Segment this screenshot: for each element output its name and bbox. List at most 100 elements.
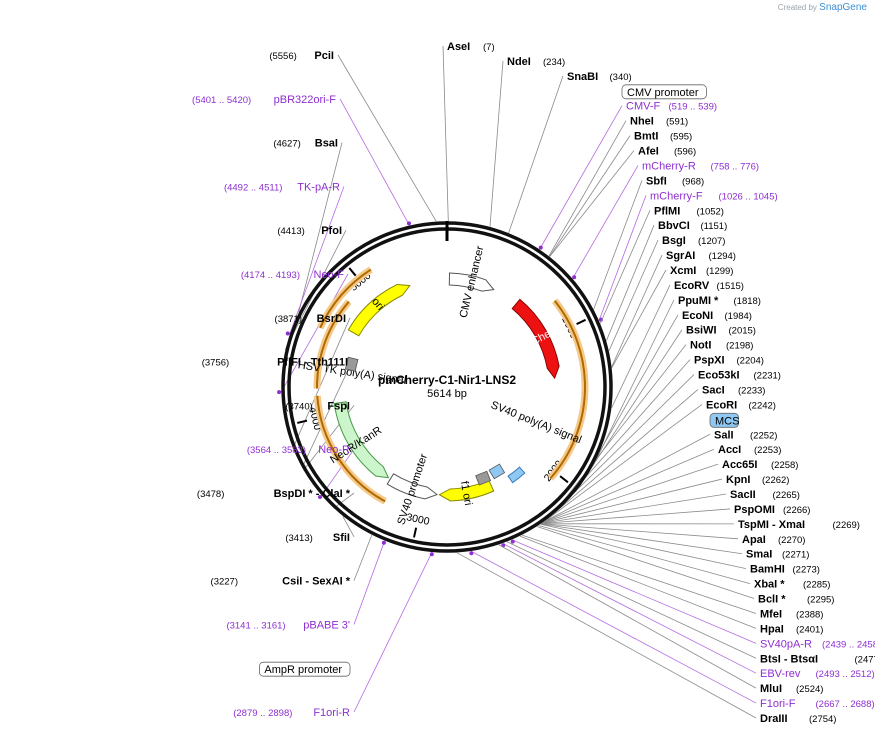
- enzyme-site-bspdi-clai[interactable]: BspDI * - ClaI *(3478): [197, 488, 351, 500]
- enzyme-site-eco53ki[interactable]: Eco53kI(2231): [698, 370, 781, 382]
- enzyme-site-bsgi-leader: [608, 239, 659, 351]
- enzyme-site-draiii[interactable]: DraIII(2754): [760, 713, 836, 725]
- enzyme-site-mfei[interactable]: MfeI(2388): [760, 608, 823, 620]
- enzyme-site-pcii[interactable]: PciI(5556): [269, 50, 334, 62]
- enzyme-site-mlui[interactable]: MluI(2524): [760, 683, 823, 695]
- enzyme-site-mfei-position: (2388): [796, 609, 823, 620]
- enzyme-site-sali-leader: [543, 433, 711, 523]
- enzyme-site-smai[interactable]: SmaI(2271): [746, 549, 809, 561]
- feature-mcs-arrow[interactable]: [507, 466, 526, 484]
- primer-mcherry-r-name: mCherry-R: [642, 160, 696, 172]
- primer-f1ori-r-position: (2879 .. 2898): [233, 708, 292, 719]
- primer-neo-r-position: (3564 .. 3583): [247, 445, 306, 456]
- primer-sv40pa-r[interactable]: SV40pA-R(2439 .. 2458): [760, 638, 875, 650]
- orf-arc-tk: [316, 301, 350, 389]
- enzyme-site-pfoi[interactable]: PfoI(4413): [277, 225, 342, 237]
- enzyme-site-bamhi[interactable]: BamHI(2273): [750, 564, 820, 576]
- enzyme-site-bbvci[interactable]: BbvCI(1151): [658, 220, 727, 232]
- enzyme-site-bmti[interactable]: BmtI(595): [634, 131, 692, 143]
- enzyme-site-sgrai[interactable]: SgrAI(1294): [666, 250, 736, 262]
- primer-f1ori-r[interactable]: F1ori-R(2879 .. 2898): [233, 707, 350, 719]
- enzyme-site-sfii-name: SfiI: [333, 532, 350, 544]
- primer-mcherry-f[interactable]: mCherry-F(1026 .. 1045): [650, 190, 778, 202]
- enzyme-site-noti[interactable]: NotI(2198): [690, 340, 753, 352]
- primer-pbr322ori-f[interactable]: pBR322ori-F(5401 .. 5420): [192, 94, 336, 106]
- enzyme-site-asei[interactable]: AseI(7): [447, 41, 495, 53]
- feature-ori-arrow[interactable]: [347, 283, 411, 337]
- enzyme-site-xcmi[interactable]: XcmI(1299): [670, 265, 733, 277]
- enzyme-site-snabi-leader: [508, 75, 564, 234]
- enzyme-site-pspomi[interactable]: PspOMI(2266): [734, 504, 810, 516]
- enzyme-site-ppumi[interactable]: PpuMI *(1818): [678, 295, 761, 307]
- enzyme-site-fspi[interactable]: FspI(3740): [285, 400, 350, 412]
- feature-mcherry-arrow[interactable]: [511, 298, 560, 380]
- enzyme-site-ndei[interactable]: NdeI(234): [507, 56, 565, 68]
- enzyme-site-hpai[interactable]: HpaI(2401): [760, 623, 823, 635]
- primer-ebv-rev-position: (2493 .. 2512): [816, 669, 875, 680]
- feature-tag-cmv-promoter[interactable]: CMV promoter: [621, 84, 707, 100]
- primer-f1ori-f[interactable]: F1ori-F(2667 .. 2688): [760, 698, 875, 710]
- enzyme-site-bsgi[interactable]: BsgI(1207): [662, 235, 725, 247]
- enzyme-site-kpni[interactable]: KpnI(2262): [726, 474, 789, 486]
- enzyme-site-xbai-name: XbaI *: [754, 579, 785, 591]
- enzyme-site-bcli[interactable]: BclI *(2295): [758, 594, 834, 606]
- enzyme-site-snabi[interactable]: SnaBI(340): [567, 71, 632, 83]
- feature-cmv-enhancer-arrow[interactable]: [448, 272, 495, 292]
- primer-cmv-f-name: CMV-F: [626, 101, 661, 113]
- enzyme-site-afei[interactable]: AfeI(596): [638, 146, 696, 158]
- enzyme-site-pspomi-name: PspOMI: [734, 504, 775, 516]
- enzyme-site-ndei-name: NdeI: [507, 56, 531, 68]
- enzyme-site-bmti-position: (595): [670, 132, 692, 143]
- primer-neo-r[interactable]: Neo-R(3564 .. 3583): [247, 444, 350, 456]
- enzyme-site-econi[interactable]: EcoNI(1984): [682, 310, 752, 322]
- enzyme-site-acci[interactable]: AccI(2253): [718, 444, 781, 456]
- enzyme-site-bcli-leader: [536, 526, 755, 599]
- enzyme-site-acc65i-position: (2258): [771, 460, 798, 471]
- primer-neo-f-leader: [280, 273, 349, 393]
- enzyme-site-ecorv[interactable]: EcoRV(1515): [674, 280, 744, 292]
- enzyme-site-sali[interactable]: SalI(2252): [714, 429, 777, 441]
- enzyme-site-pspxi[interactable]: PspXI(2204): [694, 355, 764, 367]
- enzyme-site-sacii[interactable]: SacII(2265): [730, 489, 800, 501]
- enzyme-site-ecori[interactable]: EcoRI(2242): [706, 399, 776, 411]
- primer-pbabe-3[interactable]: pBABE 3'(3141 .. 3161): [226, 619, 350, 631]
- primer-tk-pa-r[interactable]: TK-pA-R(4492 .. 4511): [224, 181, 340, 193]
- enzyme-site-sfii[interactable]: SfiI(3413): [285, 532, 350, 544]
- enzyme-site-bspdi-clai-position: (3478): [197, 489, 224, 500]
- enzyme-site-bsgi-position: (1207): [698, 236, 725, 247]
- primer-mcherry-r[interactable]: mCherry-R(758 .. 776): [642, 160, 759, 172]
- primer-f1ori-f-leader: [470, 550, 757, 704]
- feature-tag-ampr-promoter[interactable]: AmpR promoter: [258, 661, 351, 677]
- primer-neo-f[interactable]: Neo-F(4174 .. 4193): [241, 269, 344, 281]
- enzyme-site-pflmi[interactable]: PflMI(1052): [654, 205, 724, 217]
- enzyme-site-csii-sexai[interactable]: CsiI - SexAI *(3227): [211, 576, 351, 588]
- enzyme-site-nhei-leader: [548, 120, 627, 257]
- feature-neor-kanr-arrow[interactable]: [333, 401, 390, 479]
- enzyme-site-mlui-position: (2524): [796, 684, 823, 695]
- feature-tag-mcs[interactable]: MCS: [709, 412, 739, 428]
- tick-mark-1000: [576, 318, 586, 326]
- primer-ebv-rev[interactable]: EBV-rev(2493 .. 2512): [760, 668, 875, 680]
- enzyme-site-sfii-leader: [342, 516, 355, 537]
- enzyme-site-bsai[interactable]: BsaI(4627): [273, 138, 338, 150]
- enzyme-site-acc65i[interactable]: Acc65I (2258): [722, 459, 798, 471]
- enzyme-site-bsrdi[interactable]: BsrDI(3871): [275, 313, 346, 325]
- primer-cmv-f[interactable]: CMV-F(519 .. 539): [626, 101, 717, 113]
- enzyme-site-xbai-position: (2285): [803, 580, 830, 591]
- enzyme-site-acc65i-name: Acc65I: [722, 459, 757, 471]
- enzyme-site-xbai[interactable]: XbaI * (2285): [754, 579, 830, 591]
- enzyme-site-tspmi-xmai[interactable]: TspMI - XmaI(2269): [738, 519, 860, 531]
- feature-sv40-promoter-arrow[interactable]: [386, 473, 439, 500]
- enzyme-site-apai[interactable]: ApaI(2270): [742, 534, 805, 546]
- enzyme-site-bsiwi[interactable]: BsiWI(2015): [686, 325, 756, 337]
- snapgene-branding: Created by SnapGene: [778, 2, 867, 13]
- enzyme-site-sbfi[interactable]: SbfI(968): [646, 175, 704, 187]
- enzyme-site-ecorv-position: (1515): [717, 281, 744, 292]
- enzyme-site-saci[interactable]: SacI(2233): [702, 384, 765, 396]
- enzyme-site-nhei[interactable]: NheI(591): [630, 116, 688, 128]
- enzyme-site-pflfi-tth111i[interactable]: PflFI - Tth111I(3756): [202, 357, 348, 369]
- enzyme-site-btsi-bts-i[interactable]: BtsI - BtsαI(2477): [760, 653, 875, 665]
- enzyme-site-smai-name: SmaI: [746, 549, 772, 561]
- enzyme-site-pflmi-position: (1052): [697, 206, 724, 217]
- enzyme-site-saci-position: (2233): [738, 385, 765, 396]
